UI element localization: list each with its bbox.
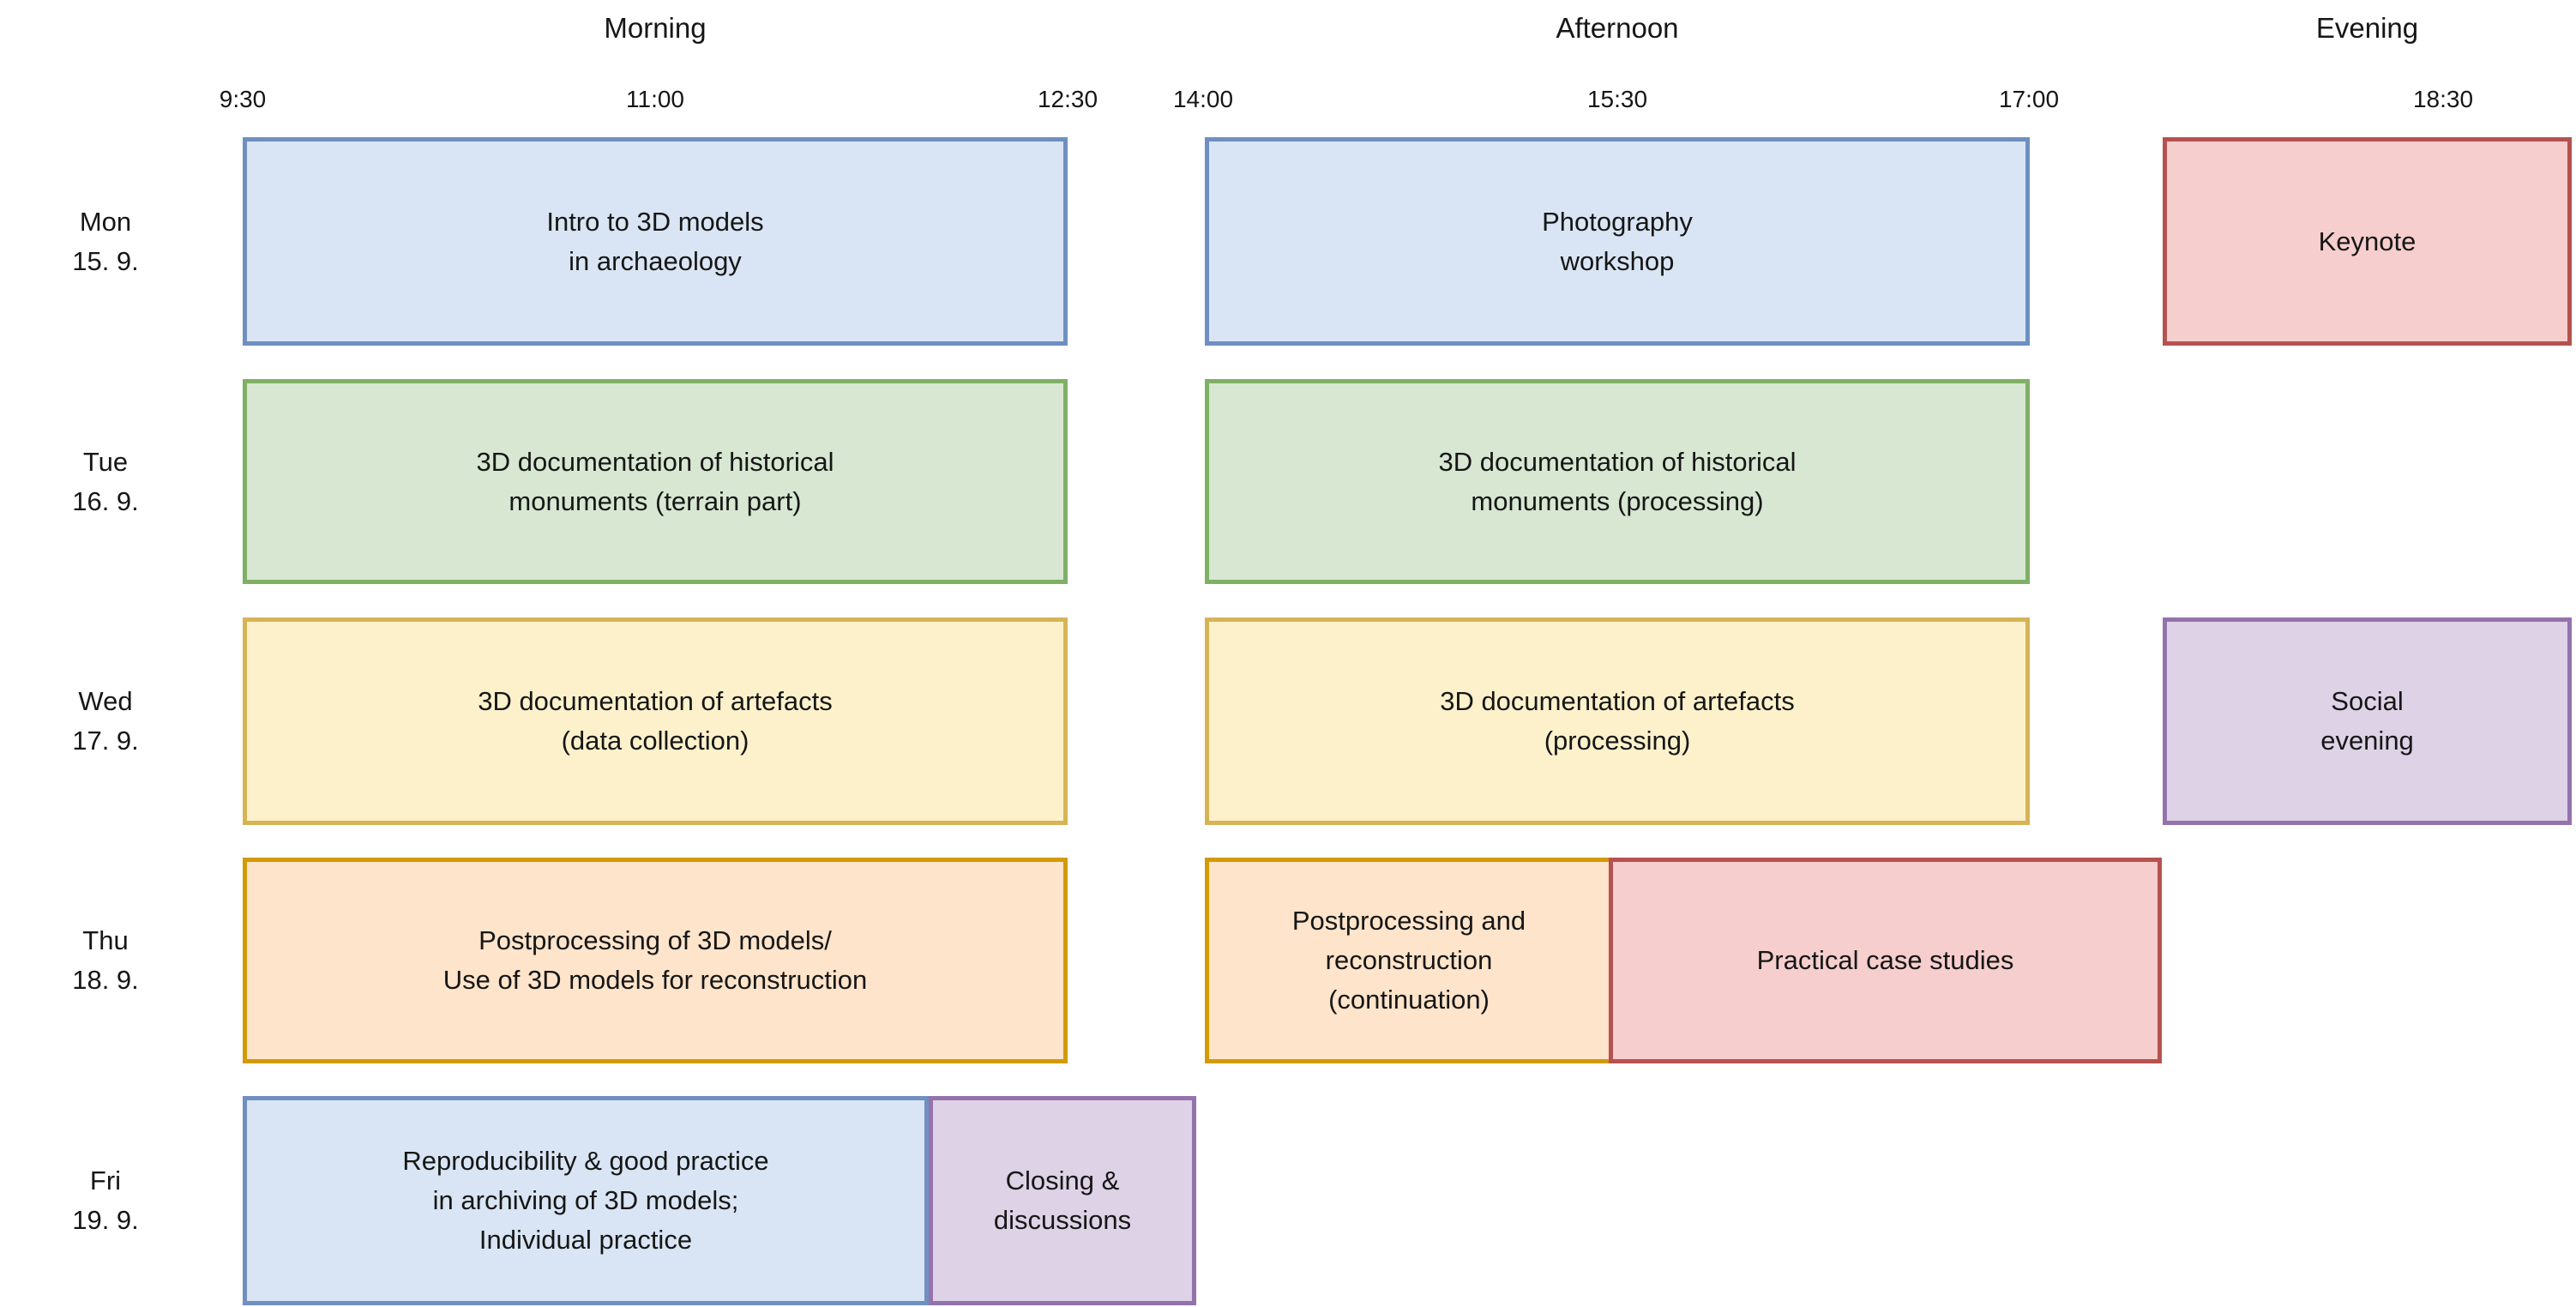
time-tick-1830: 18:30 — [2412, 86, 2474, 112]
day-label-thursday: Thu 18. 9. — [72, 925, 139, 995]
session-title: Reproducibility & good practice in archi… — [402, 1146, 769, 1255]
session-title: Closing & discussions — [993, 1165, 1132, 1235]
session-box-wed-morning: 3D documentation of artefacts (data coll… — [243, 617, 1068, 825]
row-friday: Fri 19. 9. Reproducibility & good practi… — [0, 1096, 2576, 1305]
session-title: Keynote — [2318, 226, 2417, 256]
day-label-friday: Fri 19. 9. — [72, 1165, 139, 1235]
row-thursday: Thu 18. 9. Postprocessing of 3D models/ … — [0, 858, 2576, 1063]
day-label-wednesday: Wed 17. 9. — [72, 686, 139, 756]
session-box-wed-afternoon: 3D documentation of artefacts (processin… — [1205, 617, 2030, 825]
session-title: Intro to 3D models in archaeology — [546, 206, 764, 276]
session-box-tue-afternoon: 3D documentation of historical monuments… — [1205, 379, 2030, 584]
time-tick-1100: 11:00 — [626, 86, 684, 112]
session-title: 3D documentation of historical monuments… — [1438, 446, 1797, 516]
session-title: 3D documentation of historical monuments… — [476, 446, 834, 516]
session-title: Practical case studies — [1756, 945, 2014, 975]
period-label-morning: Morning — [604, 12, 707, 44]
session-title: 3D documentation of artefacts (processin… — [1440, 686, 1795, 756]
session-title: Postprocessing and reconstruction (conti… — [1291, 906, 1526, 1015]
period-label-evening: Evening — [2315, 12, 2419, 44]
session-box-mon-morning: Intro to 3D models in archaeology — [243, 137, 1068, 346]
session-title: Photography workshop — [1542, 206, 1693, 276]
row-monday: Mon 15. 9. Intro to 3D models in archaeo… — [0, 137, 2576, 346]
day-label-monday: Mon 15. 9. — [72, 206, 139, 276]
row-wednesday: Wed 17. 9. 3D documentation of artefacts… — [0, 617, 2576, 825]
period-label-afternoon: Afternoon — [1556, 12, 1679, 44]
time-tick-0930: 9:30 — [219, 86, 267, 112]
session-box-thu-morning: Postprocessing of 3D models/ Use of 3D m… — [243, 858, 1068, 1063]
session-box-thu-afternoon-first: Postprocessing and reconstruction (conti… — [1205, 858, 1613, 1063]
row-tuesday: Tue 16. 9. 3D documentation of historica… — [0, 379, 2576, 584]
session-title: Social evening — [2320, 686, 2414, 756]
session-box-mon-evening: Keynote — [2163, 137, 2572, 346]
session-box-wed-evening: Social evening — [2163, 617, 2572, 825]
time-tick-1530: 15:30 — [1586, 86, 1648, 112]
session-box-tue-morning: 3D documentation of historical monuments… — [243, 379, 1068, 584]
session-title: 3D documentation of artefacts (data coll… — [478, 686, 833, 756]
session-box-thu-afternoon-second: Practical case studies — [1609, 858, 2162, 1063]
session-title: Postprocessing of 3D models/ Use of 3D m… — [442, 925, 868, 995]
time-tick-1400: 14:00 — [1172, 86, 1234, 112]
session-box-fri-closing: Closing & discussions — [929, 1096, 1196, 1305]
session-box-mon-afternoon: Photography workshop — [1205, 137, 2030, 346]
time-tick-1230: 12:30 — [1037, 86, 1098, 112]
session-box-fri-morning: Reproducibility & good practice in archi… — [243, 1096, 929, 1305]
time-tick-1700: 17:00 — [1998, 86, 2060, 112]
day-label-tuesday: Tue 16. 9. — [72, 446, 139, 516]
